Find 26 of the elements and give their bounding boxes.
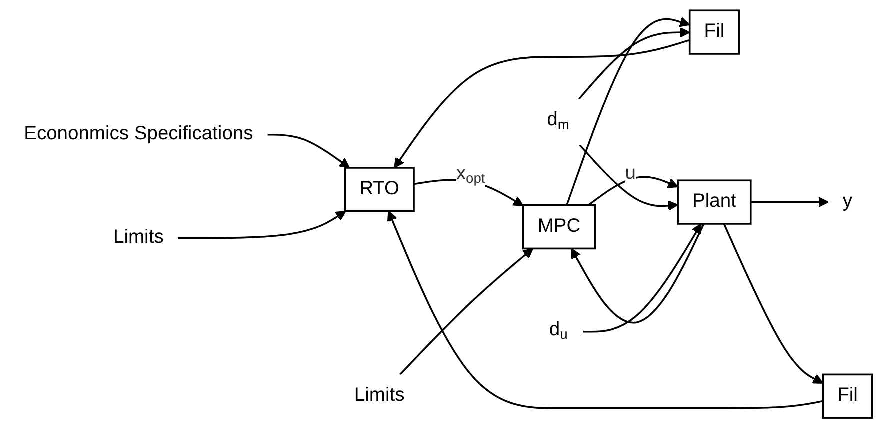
arrow — [723, 223, 824, 384]
node-text: d$_{u}$ — [549, 319, 568, 342]
arrow — [394, 38, 690, 168]
arrow — [570, 223, 705, 324]
arrow — [387, 210, 824, 409]
node-text: Limits — [354, 385, 405, 406]
arrow — [178, 210, 346, 239]
arrow — [268, 134, 350, 168]
arrow — [578, 26, 690, 100]
arrow — [584, 223, 702, 332]
arrow — [566, 16, 690, 206]
node-box — [677, 179, 752, 225]
node-text: Econonmics Specifications — [24, 124, 254, 144]
arrow — [588, 176, 679, 206]
arrow — [750, 196, 829, 208]
edge-label: u — [625, 162, 636, 184]
node-text: d$_{m}$ — [547, 110, 570, 132]
arrow — [579, 144, 679, 211]
arrow — [400, 248, 534, 375]
node-box — [522, 204, 596, 250]
node-box — [344, 166, 415, 212]
node-text: Limits — [114, 227, 164, 248]
node-box — [688, 9, 740, 55]
node-box — [822, 373, 874, 419]
edge-label: x$_{opt}$ — [456, 163, 486, 186]
node-text: y — [842, 191, 853, 212]
